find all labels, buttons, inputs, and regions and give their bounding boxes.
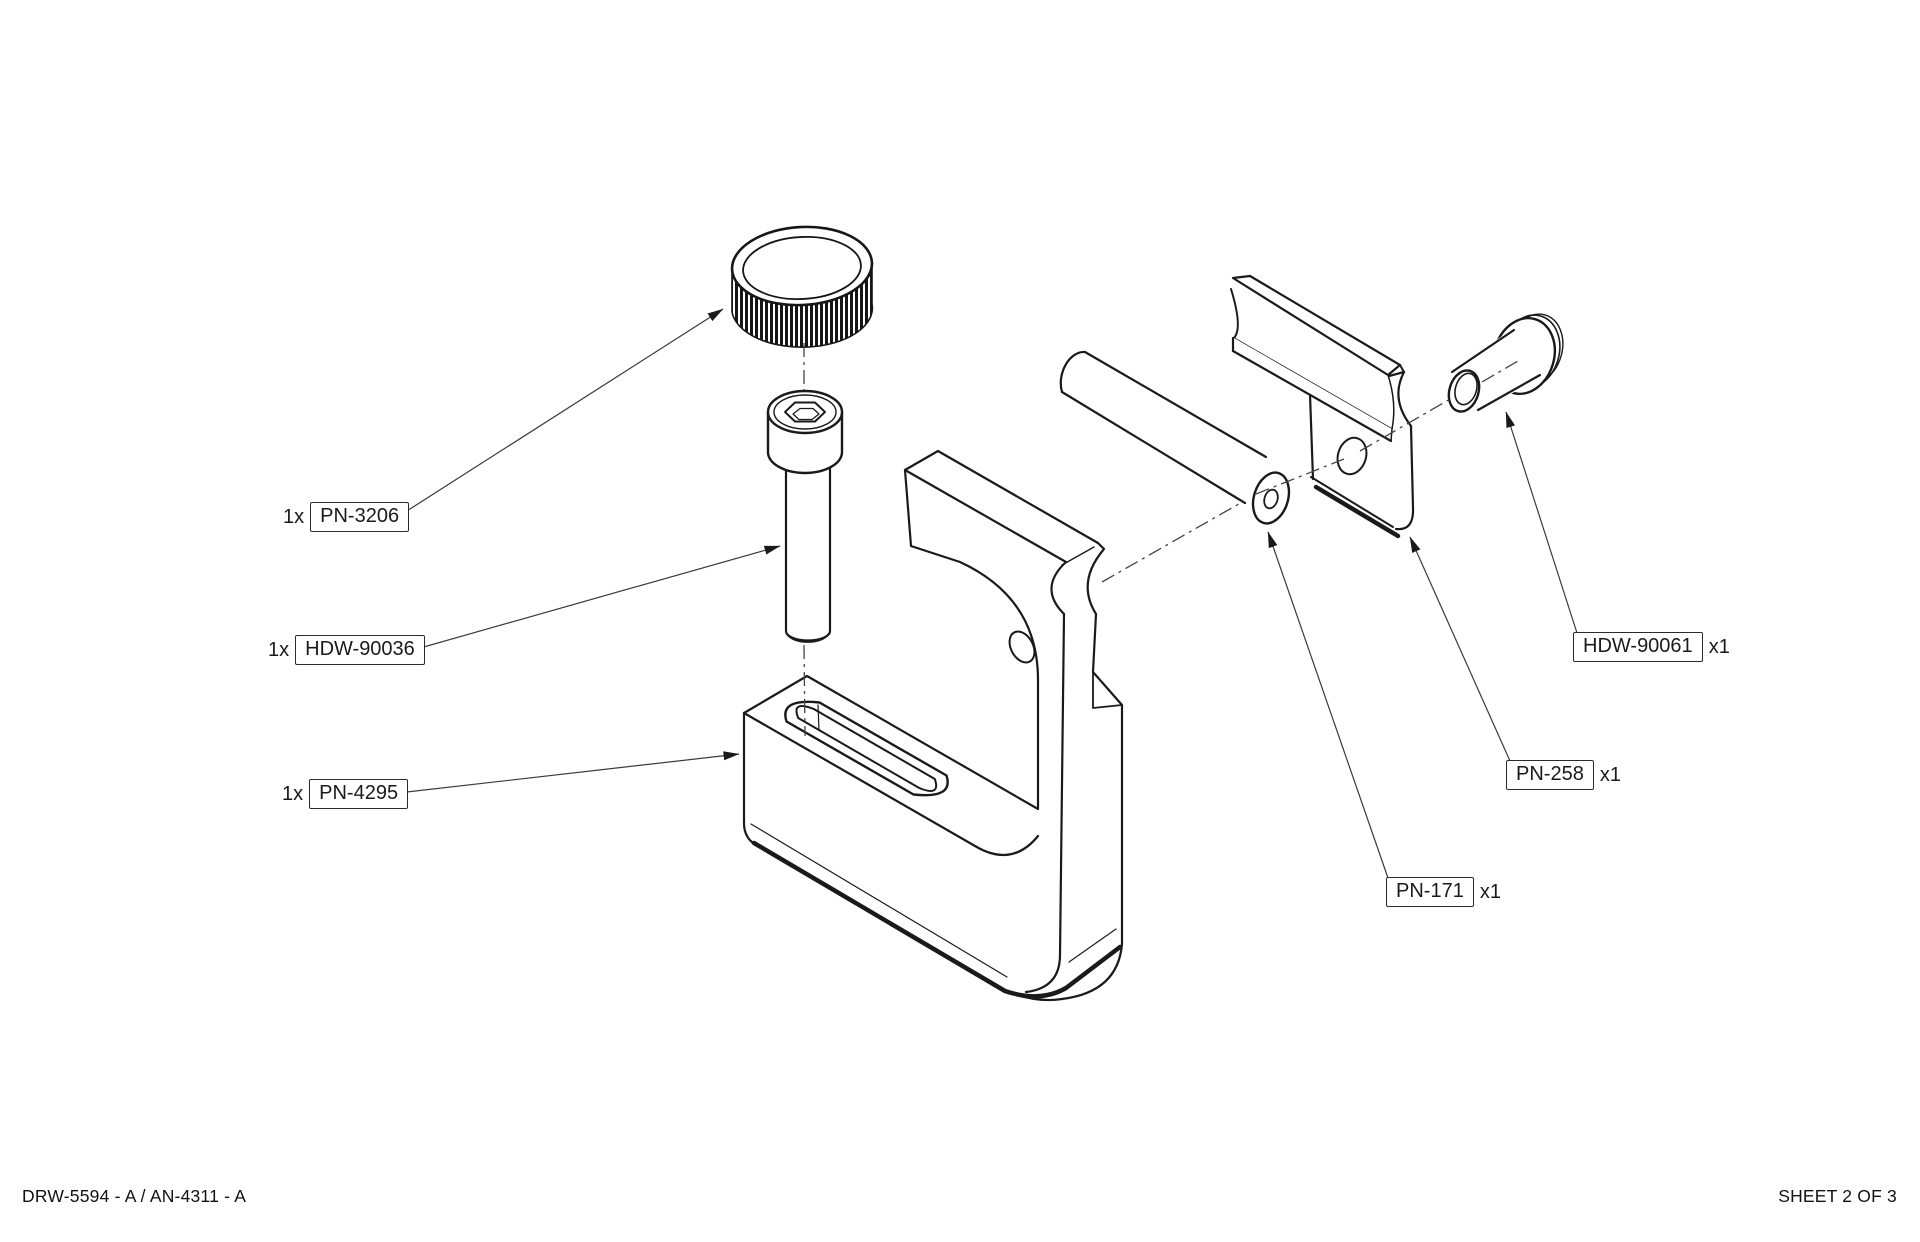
qty-pn3206: 1x [283, 506, 305, 528]
qty-pn171: x1 [1479, 881, 1501, 903]
thumb-knob-drawing [730, 225, 874, 349]
screw-hex-socket [784, 401, 826, 423]
bracket-notch [1397, 370, 1413, 428]
label-hdw90061: HDW-90061 x1 [1573, 632, 1730, 662]
qty-pn258: x1 [1599, 764, 1621, 786]
leader-lines [397, 308, 1578, 879]
drawing-reference: DRW-5594 - A / AN-4311 - A [22, 1186, 247, 1206]
knob-top-face [730, 225, 874, 307]
label-pn4295: 1x PN-4295 [282, 779, 409, 809]
qty-hdw90036: 1x [268, 639, 290, 661]
qty-pn4295: 1x [282, 783, 304, 805]
part-number-pn3206: PN-3206 [310, 502, 410, 532]
pin-silhouette [1062, 352, 1293, 506]
clamp-slot-outer [784, 700, 949, 797]
label-pn3206: 1x PN-3206 [283, 502, 410, 532]
leader-hdw90036 [412, 545, 781, 651]
part-number-hdw90061: HDW-90061 [1573, 632, 1703, 662]
label-pn258: PN-258 x1 [1506, 760, 1621, 790]
part-number-hdw90036: HDW-90036 [295, 635, 425, 665]
label-hdw90036: 1x HDW-90036 [268, 635, 425, 665]
bracket-cove [1231, 289, 1394, 429]
pin-axis-centerline [1101, 500, 1245, 583]
bracket-drawing [1230, 274, 1415, 539]
part-number-pn4295: PN-4295 [309, 779, 409, 809]
clamp-face-hole [1008, 630, 1036, 664]
leader-pn3206 [398, 308, 724, 517]
screw-shaft [784, 460, 832, 642]
bracket-hole [1336, 436, 1368, 476]
leader-pn258 [1409, 536, 1511, 762]
centerlines [803, 343, 1519, 737]
clamp-bottom-edge [751, 840, 1123, 999]
pin-end-hole [1263, 488, 1279, 510]
label-pn171: PN-171 x1 [1386, 877, 1501, 907]
leader-pn4295 [397, 751, 740, 794]
pin-drawing [1059, 350, 1293, 525]
part-number-pn171: PN-171 [1386, 877, 1474, 907]
part-number-pn258: PN-258 [1506, 760, 1594, 790]
bracket-foot-edge [1313, 484, 1401, 539]
leader-hdw90061 [1505, 411, 1578, 634]
pin-end-face [1251, 471, 1291, 525]
clamp-body-drawing [742, 449, 1124, 1002]
leader-pn171 [1267, 531, 1389, 879]
clamp-slot-inner [795, 705, 938, 792]
qty-hdw90061: x1 [1708, 636, 1730, 658]
sheet-number: SHEET 2 OF 3 [1778, 1186, 1897, 1206]
cap-screw-drawing [766, 389, 844, 643]
rivet-drawing [1447, 313, 1564, 413]
